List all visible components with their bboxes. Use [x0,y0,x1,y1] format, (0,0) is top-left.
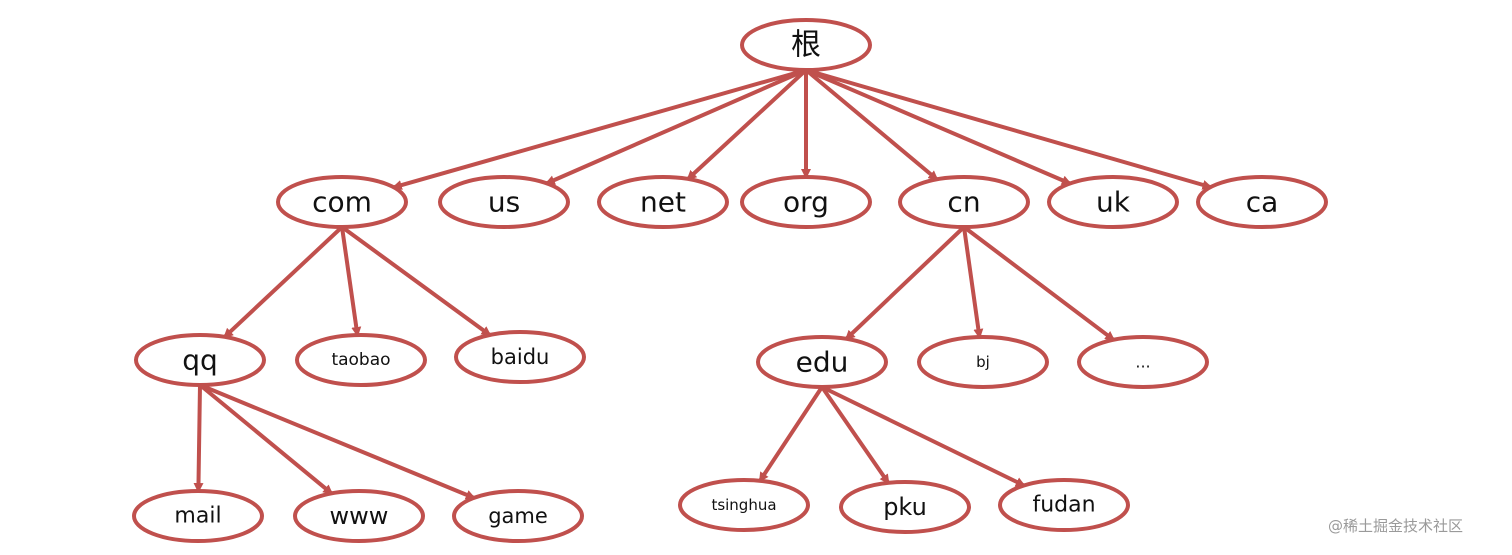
node-ellipse-net [597,175,729,229]
edge-qq-to-game [198,383,476,500]
node-ellipse-us [438,175,570,229]
edge-edu-to-pku [820,385,891,485]
edge-root-to-com [391,68,808,190]
edge-root-to-us [544,68,808,186]
edge-root-to-cn [804,68,939,182]
edge-root-to-net [685,68,808,181]
node-edu: edu [756,335,888,389]
node-label-fudan: fudan [1032,493,1095,518]
node-label-us: us [488,186,520,219]
node-fudan: fudan [998,478,1130,532]
node-ellipse-baidu [454,330,586,384]
node-com: com [276,175,408,229]
edge-qq-to-mail [193,383,204,494]
node-label-tsinghua: tsinghua [711,496,776,514]
node-qq: qq [134,333,266,387]
node-us: us [438,175,570,229]
edges-layer [193,68,1213,500]
node-ellipse-fudan [998,478,1130,532]
edge-com-to-baidu [340,225,492,337]
node-ellipse-taobao [295,333,427,387]
node-label-org: org [783,186,829,219]
edge-cn-to-more [962,225,1116,342]
node-ellipse-com [276,175,408,229]
edge-qq-to-www [198,383,334,496]
node-ca: ca [1196,175,1328,229]
node-ellipse-mail [132,489,264,543]
edge-cn-to-edu [844,225,966,341]
node-www: www [293,489,425,543]
node-label-cn: cn [947,186,980,219]
node-mail: mail [132,489,264,543]
node-label-bj: bj [976,353,990,371]
node-ellipse-bj [917,335,1049,389]
node-net: net [597,175,729,229]
node-ellipse-cn [898,175,1030,229]
node-ellipse-root [740,18,872,72]
node-label-baidu: baidu [491,345,550,369]
nodes-layer: 根 com us net org cn uk ca qq taobao baidu edu bj... m… [132,18,1328,543]
node-tsinghua: tsinghua [678,478,810,532]
node-ellipse-tsinghua [678,478,810,532]
node-ellipse-more [1077,335,1209,389]
node-org: org [740,175,872,229]
node-ellipse-game [452,489,584,543]
node-ellipse-pku [839,480,971,534]
edge-edu-to-tsinghua [758,385,824,483]
node-cn: cn [898,175,1030,229]
node-label-root: 根 [791,28,821,63]
node-root: 根 [740,18,872,72]
edge-edu-to-fudan [820,385,1026,488]
edge-com-to-qq [222,225,344,339]
node-baidu: baidu [454,330,586,384]
watermark: @稀土掘金技术社区 [1328,517,1464,535]
node-label-taobao: taobao [331,350,390,370]
node-ellipse-ca [1196,175,1328,229]
edge-cn-to-bj [962,225,984,340]
edge-root-to-ca [804,68,1213,190]
node-label-mail: mail [174,504,221,529]
node-ellipse-qq [134,333,266,387]
edge-root-to-uk [804,68,1072,186]
node-label-uk: uk [1096,186,1131,219]
node-label-more: ... [1135,353,1150,372]
edge-com-to-taobao [340,225,362,338]
node-more: ... [1077,335,1209,389]
node-ellipse-uk [1047,175,1179,229]
node-bj: bj [917,335,1049,389]
node-ellipse-www [293,489,425,543]
node-label-com: com [312,186,372,219]
node-game: game [452,489,584,543]
node-pku: pku [839,480,971,534]
node-label-game: game [488,504,548,528]
node-label-ca: ca [1246,186,1279,219]
node-label-edu: edu [796,346,849,379]
node-taobao: taobao [295,333,427,387]
node-ellipse-org [740,175,872,229]
node-label-www: www [330,502,389,530]
node-label-qq: qq [182,344,218,377]
node-ellipse-edu [756,335,888,389]
node-label-net: net [640,186,686,219]
node-label-pku: pku [883,493,927,521]
node-uk: uk [1047,175,1179,229]
